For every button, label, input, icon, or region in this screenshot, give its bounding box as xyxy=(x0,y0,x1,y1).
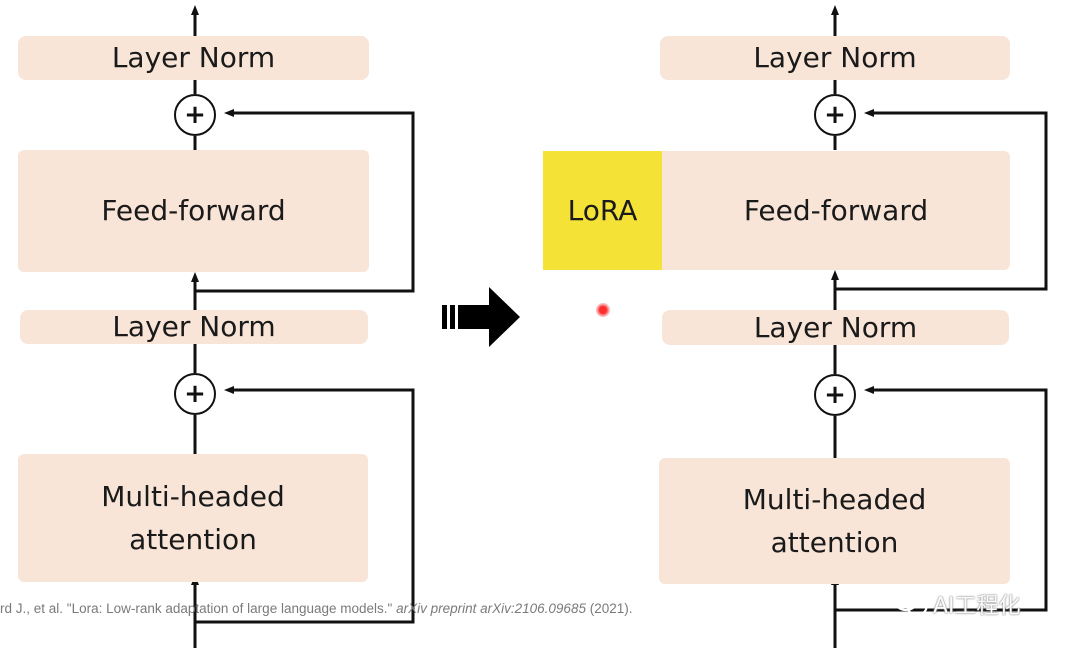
laser-pointer-dot xyxy=(596,303,610,317)
left-add-node-2: + xyxy=(174,373,216,415)
left-feed-forward-block: Feed-forward xyxy=(18,150,369,272)
left-top-layer-norm: Layer Norm xyxy=(18,36,369,80)
left-mid-layer-norm-label: Layer Norm xyxy=(112,310,276,344)
right-add-symbol-1: + xyxy=(824,100,846,130)
left-residual-2 xyxy=(195,386,415,624)
left-attention-block: Multi-headed attention xyxy=(18,454,368,582)
right-residual-1 xyxy=(835,109,1048,291)
left-residual-1 xyxy=(195,109,415,293)
right-add-symbol-2: + xyxy=(824,380,846,410)
left-mid-layer-norm: Layer Norm xyxy=(20,310,368,344)
watermark-text: AI工程化 xyxy=(933,594,1021,619)
citation-venue: arXiv preprint arXiv:2106.09685 xyxy=(396,601,586,616)
left-add-symbol-2: + xyxy=(184,379,206,409)
right-feed-forward-block: Feed-forward xyxy=(662,151,1010,270)
right-attention-label-1: Multi-headed xyxy=(742,482,927,516)
right-top-layer-norm-label: Layer Norm xyxy=(753,41,917,75)
lora-block: LoRA xyxy=(543,151,662,270)
right-add-node-1: + xyxy=(814,94,856,136)
right-mid-layer-norm-label: Layer Norm xyxy=(753,310,918,344)
citation: rd J., et al. "Lora: Low-rank adaptation… xyxy=(0,601,633,616)
transform-arrow-icon xyxy=(442,287,520,347)
left-add-node-1: + xyxy=(174,94,216,136)
left-attention-label-1: Multi-headed xyxy=(101,479,285,513)
right-attention-block: Multi-headed attention xyxy=(659,458,1010,584)
right-top-layer-norm: Layer Norm xyxy=(660,36,1010,80)
lora-label: LoRA xyxy=(567,194,638,227)
left-attention-label-2: attention xyxy=(129,523,257,556)
left-add-symbol-1: + xyxy=(184,100,206,130)
watermark: AI工程化 xyxy=(893,588,1021,620)
right-residual-2 xyxy=(835,386,1048,612)
citation-year: (2021). xyxy=(589,601,633,616)
right-feed-forward-label: Feed-forward xyxy=(743,193,929,227)
citation-authors: rd J., et al. "Lora: Low-rank adaptation… xyxy=(0,601,393,616)
left-feed-forward-label: Feed-forward xyxy=(101,194,286,228)
right-mid-layer-norm: Layer Norm xyxy=(662,310,1009,345)
left-top-layer-norm-label: Layer Norm xyxy=(111,41,276,75)
right-attention-label-2: attention xyxy=(770,526,899,559)
right-add-node-2: + xyxy=(814,374,856,416)
wechat-icon xyxy=(893,590,928,616)
